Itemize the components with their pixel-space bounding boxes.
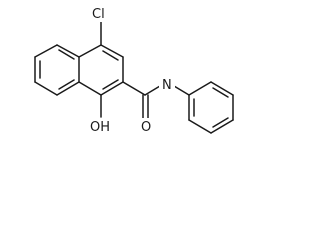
chlorine-label: Cl	[92, 7, 105, 22]
nitrogen-phenyl-bond	[173, 85, 190, 96]
substituent-bonds	[100, 21, 190, 119]
carbonyl-oxygen-label: O	[141, 120, 151, 135]
molecule-structure-diagram: Cl OH O N	[34, 4, 234, 136]
phenyl-ring	[188, 81, 234, 134]
hydroxy-ring	[78, 44, 124, 96]
carbonyl-carbon-bond	[122, 81, 146, 96]
hydroxyl-label: OH	[90, 120, 110, 135]
amide-bond	[144, 85, 161, 96]
amide-nitrogen-label: N	[162, 78, 172, 93]
benzo-ring	[34, 44, 80, 96]
